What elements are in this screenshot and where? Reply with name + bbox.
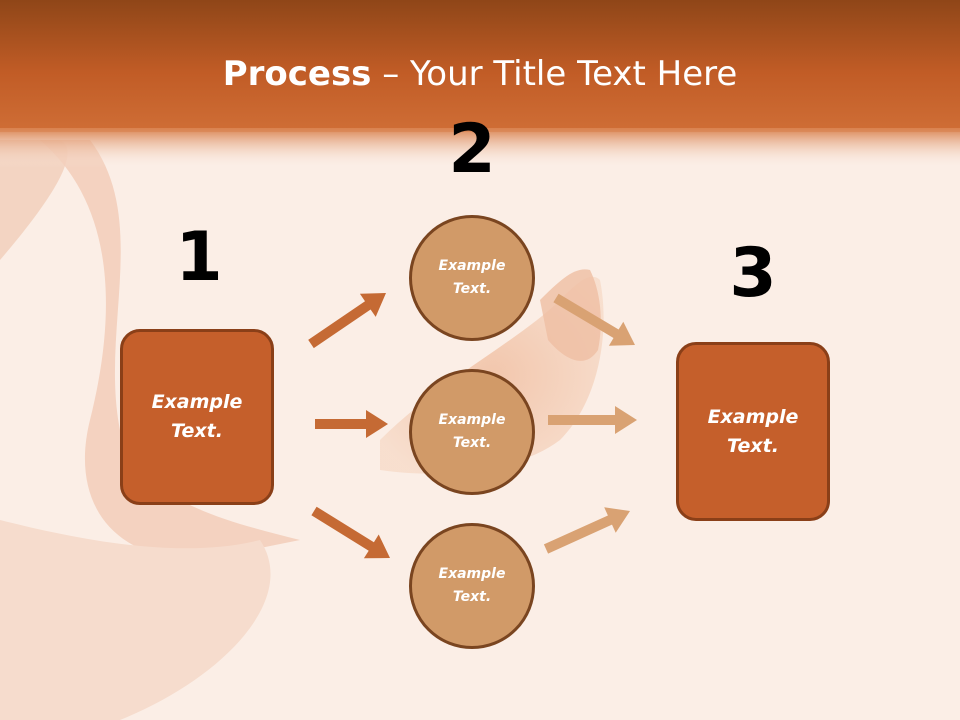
circle-top-text: Example Text. <box>438 258 506 297</box>
title-rest: – Your Title Text Here <box>371 54 738 94</box>
circle-bottom: Example Text. <box>409 523 535 649</box>
arrow-to-circle-middle <box>315 410 388 438</box>
title-bold: Process <box>222 54 372 94</box>
arrow-to-circle-top <box>308 293 386 349</box>
arrow-from-circle-middle <box>548 406 637 434</box>
step-box-1: Example Text. <box>120 329 274 505</box>
arrow-from-circle-top <box>553 293 635 346</box>
circle-top: Example Text. <box>409 215 535 341</box>
step-box-3: Example Text. <box>676 342 830 521</box>
arrow-from-circle-bottom <box>543 507 630 554</box>
circle-middle: Example Text. <box>409 369 535 495</box>
step-number-1: 1 <box>175 218 223 297</box>
circle-bottom-text: Example Text. <box>438 566 506 605</box>
slide-title: Process – Your Title Text Here <box>0 52 960 96</box>
step-box-1-text: Example Text. <box>151 391 243 442</box>
arrow-to-circle-bottom <box>311 506 390 559</box>
circle-middle-text: Example Text. <box>438 412 506 451</box>
step-box-3-text: Example Text. <box>707 405 799 457</box>
step-number-2: 2 <box>448 110 496 189</box>
step-number-3: 3 <box>729 234 777 313</box>
